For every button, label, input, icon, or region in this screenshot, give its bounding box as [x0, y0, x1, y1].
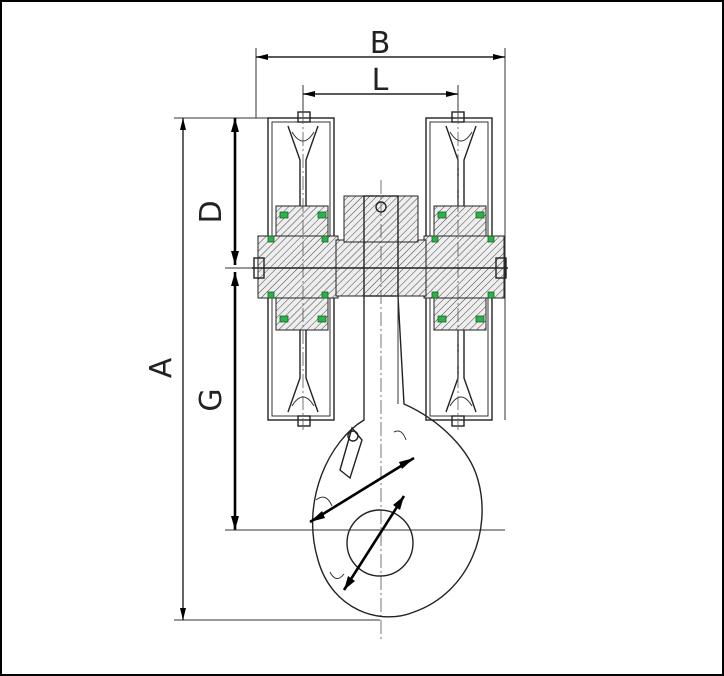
hook — [309, 295, 483, 618]
label-d: D — [194, 200, 229, 223]
dimension-a: A — [144, 117, 380, 621]
label-b: B — [370, 26, 391, 61]
crosshead — [252, 180, 508, 640]
left-wheel-assembly — [257, 110, 339, 430]
dimension-b: B — [255, 26, 506, 420]
label-a: A — [144, 357, 179, 378]
label-l: L — [372, 63, 389, 98]
dimension-g: G — [194, 272, 505, 531]
dimension-l: L — [302, 63, 459, 118]
right-wheel-assembly — [423, 110, 505, 430]
label-g: G — [194, 388, 229, 411]
